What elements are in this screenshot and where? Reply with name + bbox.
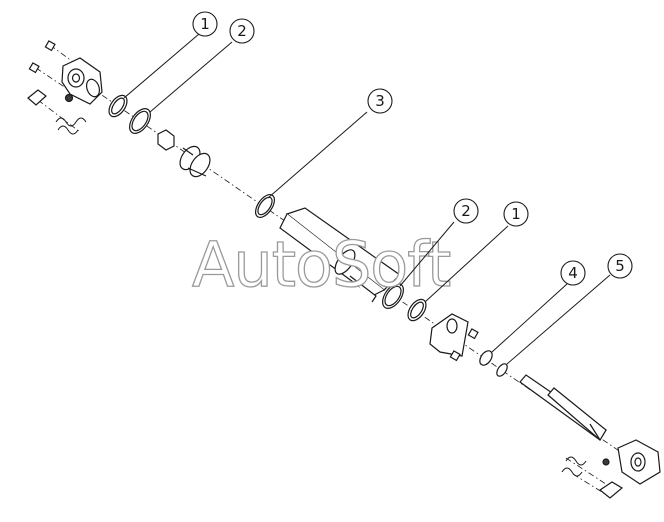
piston-rod [519,374,607,441]
svg-text:1: 1 [200,15,210,33]
leader-3 [267,111,368,199]
nut [157,129,175,151]
washer-4 [479,350,493,366]
callout-3: 3 [367,88,393,114]
spring-clip [55,117,87,135]
callout-4: 4 [560,260,586,286]
leader-4 [491,283,568,353]
svg-text:1: 1 [511,205,521,223]
leader-1-mid [424,225,509,303]
svg-text:2: 2 [237,22,247,40]
rear-cap [429,313,479,362]
callout-2-mid: 2 [453,198,479,224]
piston [179,145,211,178]
clevis-pin-bottom [598,481,624,499]
leader-2-top [149,41,233,113]
svg-text:3: 3 [375,92,385,110]
callout-1-mid: 1 [503,201,529,227]
svg-text:5: 5 [615,257,625,275]
callout-1-top: 1 [192,11,218,37]
cylinder-barrel [279,207,401,303]
wiper-5 [496,363,508,377]
screw-top [44,40,56,52]
spring-clip-bottom [561,456,587,477]
svg-text:2: 2 [461,202,471,220]
clevis-bolt [27,89,47,106]
leader-1-top [123,33,200,99]
callout-5: 5 [607,253,633,279]
watermark: AutoSoft [192,228,450,301]
top-left-clevis-group [27,40,103,135]
screw-mid [28,62,40,74]
bottom-right-clevis-group [561,439,661,499]
leader-2-mid [399,221,455,287]
svg-text:4: 4 [568,264,578,282]
callout-2-top: 2 [229,18,255,44]
leader-5 [506,274,611,365]
